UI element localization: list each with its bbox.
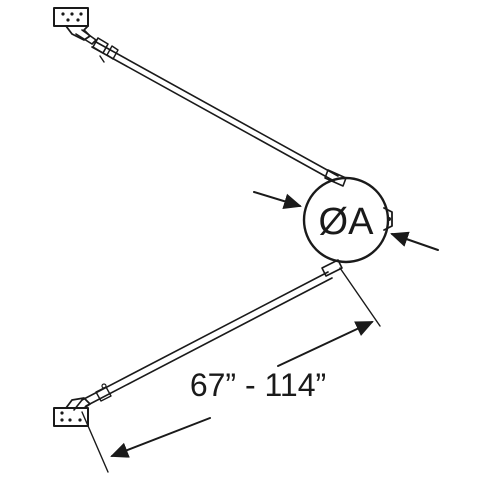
length-arrow-upper	[277, 321, 374, 367]
bottom-wall-bracket	[53, 397, 91, 427]
upper-brace-rod	[91, 37, 347, 187]
diameter-arrow-left	[253, 191, 302, 209]
extension-line-left	[81, 411, 109, 473]
diameter-label: ØA	[319, 201, 375, 243]
length-dimension: 67” - 114”	[81, 267, 381, 473]
length-label: 67” - 114”	[190, 367, 326, 403]
diameter-arrow-right	[390, 231, 439, 251]
length-arrow-lower	[110, 417, 211, 458]
extension-line-right	[339, 267, 381, 327]
pipe-clamp-ring: ØA	[302, 176, 393, 264]
lower-brace-rod	[73, 259, 343, 411]
top-wall-bracket	[53, 7, 97, 45]
